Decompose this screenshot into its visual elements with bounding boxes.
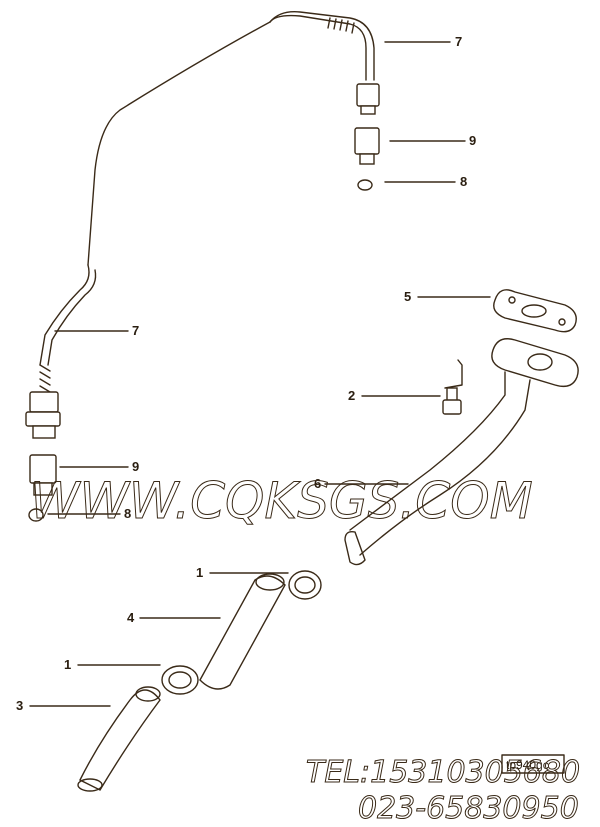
callout-1-lower: 1 (64, 657, 71, 672)
long-tube (25, 21, 271, 522)
drain-tube (344, 338, 579, 566)
callout-2: 2 (348, 388, 355, 403)
leaders (29, 41, 491, 707)
callout-8-top: 8 (460, 174, 467, 189)
oil-supply-tube-upper (269, 11, 380, 191)
figure-tag: tp940gc (506, 758, 549, 772)
watermark-phone: 023-65830950 (358, 791, 579, 826)
callout-6: 6 (314, 476, 321, 491)
watermark-tel: TEL:15310305680 (306, 755, 580, 790)
bolt (442, 359, 463, 415)
callout-9-top: 9 (469, 133, 476, 148)
callout-5: 5 (404, 289, 411, 304)
clamps-and-hose (77, 570, 322, 792)
callout-4: 4 (127, 610, 135, 625)
callout-7-left: 7 (132, 323, 139, 338)
callout-1-upper: 1 (196, 565, 203, 580)
watermark-site: WWW.CQKSGS.COM (30, 472, 533, 530)
callout-9-left: 9 (132, 459, 139, 474)
callout-8-left: 8 (124, 506, 131, 521)
figure-tag-box (501, 754, 565, 774)
callout-7-top: 7 (455, 34, 462, 49)
callout-3: 3 (16, 698, 23, 713)
gasket (493, 289, 577, 333)
